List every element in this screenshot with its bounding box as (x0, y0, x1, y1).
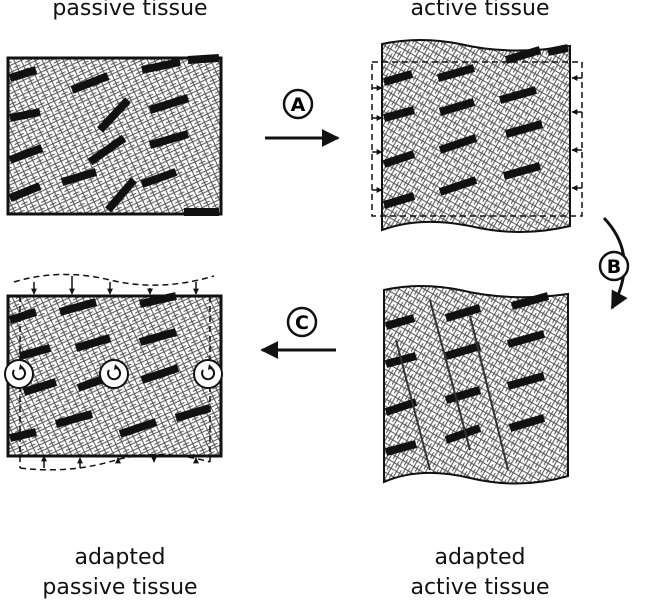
adapted-active-line2: active tissue (410, 575, 550, 600)
adapted-active-tissue-label: adapted active tissue (360, 543, 600, 603)
adapted-passive-tissue-label: adapted passive tissue (0, 543, 240, 603)
fiber-group (384, 292, 550, 456)
step-c-letter: C (295, 312, 309, 334)
fiber-group (382, 44, 569, 209)
remodeled-fibers (395, 299, 509, 471)
panel-adapted-passive-tissue (4, 273, 223, 471)
step-c: C (260, 306, 336, 359)
adaptation-arrows (31, 276, 199, 468)
panel-active-tissue (371, 39, 583, 233)
step-c-badge (286, 306, 318, 338)
fiber-group (8, 54, 220, 216)
step-a-badge (282, 88, 314, 120)
rotation-icon (4, 359, 34, 389)
step-a-letter: A (291, 94, 306, 116)
rotation-icons (4, 359, 223, 389)
panel-passive-tissue (6, 54, 223, 216)
step-b: B (598, 216, 630, 310)
step-a: A (265, 88, 340, 147)
adapted-passive-line2: passive tissue (42, 575, 198, 600)
active-tissue-label: active tissue (410, 0, 550, 21)
contraction-arrows (372, 75, 582, 193)
rotation-icon (193, 359, 223, 389)
adapted-active-line1: adapted (434, 545, 526, 570)
adapted-passive-line1: adapted (74, 545, 166, 570)
step-b-badge (598, 250, 630, 282)
rotation-icon (99, 359, 129, 389)
panel-adapted-active-tissue (383, 285, 569, 485)
step-b-letter: B (607, 256, 621, 278)
passive-tissue-label: passive tissue (52, 0, 208, 21)
